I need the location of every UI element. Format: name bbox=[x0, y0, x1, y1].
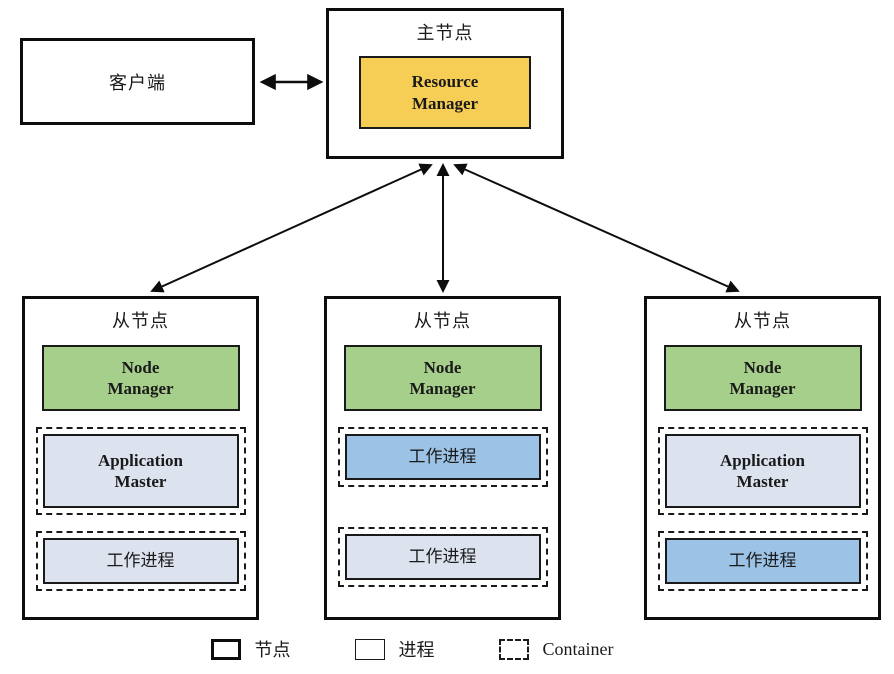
legend-item-process: 进程 bbox=[354, 636, 435, 662]
master-node-title: 主节点 bbox=[416, 23, 474, 43]
container-outline: Application Master bbox=[657, 427, 868, 515]
worker-process-box: 工作进程 bbox=[664, 538, 861, 584]
legend-label-node: 节点 bbox=[254, 640, 291, 660]
client-label: 客户端 bbox=[109, 72, 166, 93]
application-master-box: Application Master bbox=[664, 434, 861, 508]
worker-process-box: 工作进程 bbox=[344, 534, 541, 580]
container-outline: 工作进程 bbox=[337, 427, 548, 487]
node-manager-box: Node Manager bbox=[41, 345, 240, 411]
node-manager-box: Node Manager bbox=[663, 345, 862, 411]
legend-item-node: 节点 bbox=[210, 636, 291, 662]
worker-process-box: 工作进程 bbox=[42, 538, 239, 584]
legend-item-container: Container bbox=[498, 638, 614, 660]
container-outline: Application Master bbox=[35, 427, 246, 515]
legend: 节点 进程 Container bbox=[0, 636, 859, 662]
node-swatch-icon bbox=[210, 638, 241, 660]
master-node: 主节点 Resource Manager bbox=[326, 8, 564, 159]
container-outline: 工作进程 bbox=[35, 531, 246, 591]
container-outline: 工作进程 bbox=[657, 531, 868, 591]
slave-node-3: 从节点 Node Manager Application Master 工作进程 bbox=[644, 296, 881, 620]
resource-manager-box: Resource Manager bbox=[359, 56, 531, 129]
process-swatch-icon bbox=[354, 638, 385, 660]
worker-process-box: 工作进程 bbox=[344, 434, 541, 480]
client-node: 客户端 bbox=[20, 38, 255, 125]
application-master-box: Application Master bbox=[42, 434, 239, 508]
slave-node-title: 从节点 bbox=[112, 311, 169, 331]
arrow-master-slave3 bbox=[453, 163, 740, 293]
slave-node-2: 从节点 Node Manager 工作进程 工作进程 bbox=[324, 296, 561, 620]
arrow-master-slave1 bbox=[150, 163, 433, 293]
legend-label-process: 进程 bbox=[398, 640, 435, 660]
container-swatch-icon bbox=[498, 638, 529, 660]
slave-node-title: 从节点 bbox=[414, 311, 471, 331]
container-outline: 工作进程 bbox=[337, 527, 548, 587]
node-manager-box: Node Manager bbox=[343, 345, 542, 411]
legend-label-container: Container bbox=[542, 638, 614, 659]
slave-node-title: 从节点 bbox=[734, 311, 791, 331]
slave-node-1: 从节点 Node Manager Application Master 工作进程 bbox=[22, 296, 259, 620]
